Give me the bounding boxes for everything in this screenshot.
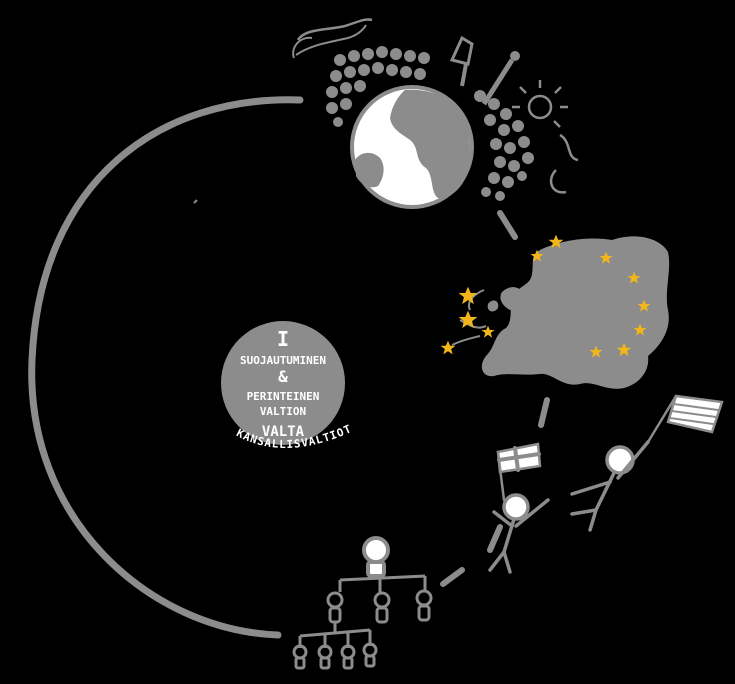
sun-icon — [512, 80, 579, 194]
europe-map-icon — [440, 234, 670, 389]
globe-icon — [292, 18, 534, 209]
flag-icon — [496, 442, 542, 502]
label-perinteinen: PERINTEINEN — [247, 390, 320, 403]
label-valtion: VALTION — [260, 405, 306, 418]
connector-dashes — [440, 210, 550, 587]
label-suojautuminen: SUOJAUTUMINEN — [240, 354, 326, 367]
stray-mark — [193, 199, 198, 204]
hierarchy-icon — [292, 536, 433, 670]
flag-icon — [646, 394, 724, 444]
roman-numeral: I — [277, 327, 289, 351]
label-valta: VALTA — [262, 424, 305, 440]
center-badge: I SUOJAUTUMINEN & PERINTEINEN VALTION VA… — [221, 321, 353, 451]
people-holding-hands-icon — [488, 394, 724, 574]
cycle-arc — [28, 96, 304, 639]
label-ampersand: & — [278, 367, 288, 386]
